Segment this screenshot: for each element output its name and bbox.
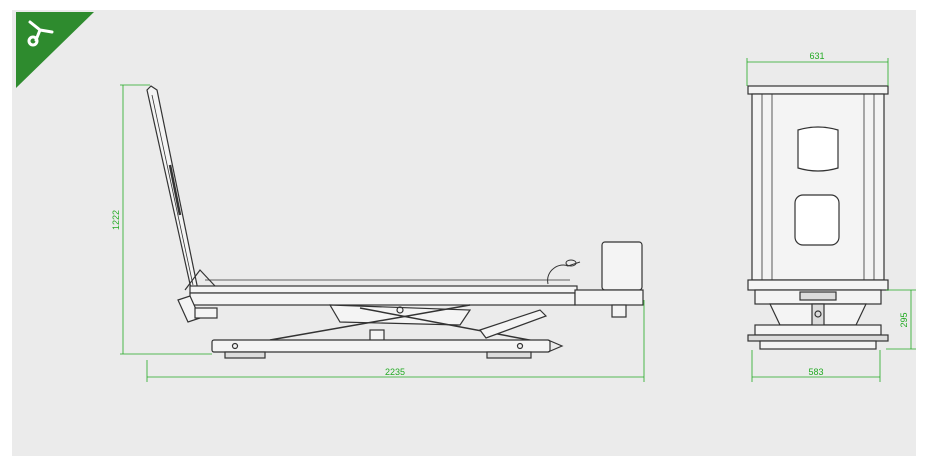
end-base-width-label: 583 bbox=[808, 367, 823, 377]
side-height-label: 1222 bbox=[111, 210, 121, 230]
end-view-dimensions bbox=[746, 58, 916, 382]
end-view bbox=[747, 85, 889, 350]
side-view-dimensions bbox=[120, 84, 645, 382]
end-base-height-label: 295 bbox=[899, 312, 909, 327]
end-top-width-label: 631 bbox=[809, 51, 824, 61]
side-view bbox=[146, 85, 644, 359]
lift-hook-icon bbox=[27, 20, 54, 47]
corner-badge bbox=[16, 12, 94, 88]
side-length-label: 2235 bbox=[385, 367, 405, 377]
